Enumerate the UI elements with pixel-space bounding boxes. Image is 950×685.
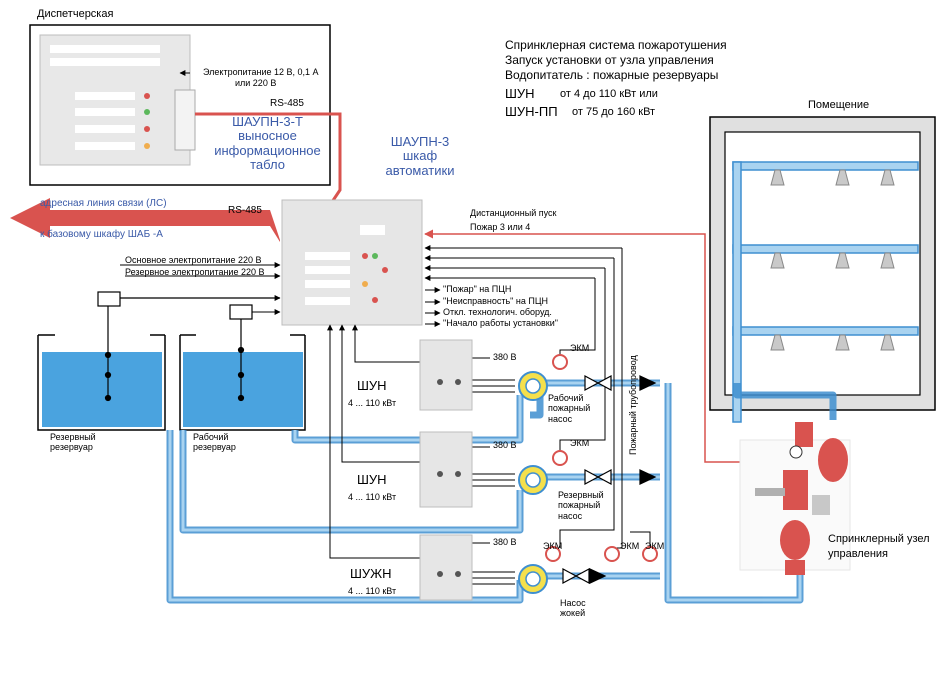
fire-input-label: Пожар 3 или 4: [470, 222, 531, 232]
unit2-voltage: 380 В: [493, 440, 517, 450]
unit1-pump-line3: насос: [548, 413, 573, 424]
power-reserve: Резервное электропитание 220 В: [125, 267, 265, 277]
output-start: "Начало работы установки": [443, 318, 558, 328]
reserve-tank-caption: Резервный резервуар: [50, 432, 130, 453]
power-main: Основное электропитание 220 В: [125, 255, 262, 265]
cabinet-caption: ШАУПН-3 шкаф автоматики: [370, 134, 470, 178]
working-tank-caption: Рабочий резервуар: [193, 432, 273, 453]
reserve-tank: [37, 334, 166, 431]
shun-label: ШУН: [505, 86, 535, 101]
unit1-voltage: 380 В: [493, 352, 517, 362]
unit1-pump-caption: Рабочий пожарный насос: [548, 393, 608, 424]
header-line3: Водопитатель : пожарные резервуары: [505, 68, 719, 82]
unit3-pump-line2: жокей: [560, 608, 586, 619]
remote-board-line4: табло: [250, 156, 285, 172]
reserve-tank-line1: Резервный: [50, 432, 96, 442]
cabinet-line2: шкаф: [402, 148, 438, 164]
remote-info-board-panel: [39, 34, 196, 166]
unit1-pump-line1: Рабочий: [548, 393, 584, 403]
rs485-red-line: [195, 112, 342, 206]
unit1-pump-line2: пожарный: [548, 403, 591, 414]
rs485-left-label: RS-485: [228, 205, 262, 216]
remote-board-line1: ШАУПН-3-Т: [232, 114, 303, 129]
rs485-top-label: RS-485: [270, 98, 304, 109]
valves: [562, 374, 657, 585]
unit3-range: 4 ... 110 кВт: [348, 586, 397, 596]
output-shutdown: Откл. технологич. оборуд.: [443, 307, 552, 317]
unit3-pump-line1: Насос: [560, 598, 586, 608]
gauge-label-2: ЭКМ: [570, 438, 590, 448]
working-tank-line2: резервуар: [193, 442, 236, 453]
pipeline-label: Пожарный трубопровод: [628, 355, 638, 455]
power-note-line1: Электропитание 12 В, 0,1 А: [203, 67, 319, 77]
remote-board-caption: ШАУПН-3-Т выносное информационное табло: [200, 114, 335, 172]
remote-board-line2: выносное: [238, 128, 297, 144]
unit2-pump-line3: насос: [558, 510, 583, 521]
pressure-gauges: [545, 354, 658, 562]
valve-node-line1: Спринклерный узел: [828, 533, 930, 545]
gauge-label-4: ЭКМ: [620, 541, 640, 551]
shunpp-range: от 75 до 160 кВт: [572, 106, 656, 118]
address-line-arrow: [10, 198, 280, 242]
unit2-pump-caption: Резервный пожарный насос: [558, 490, 618, 521]
room-title: Помещение: [808, 99, 870, 111]
sprinkler-valve-node: [739, 422, 851, 575]
power-note-line2: или 220 В: [235, 78, 277, 88]
unit2-pump-line1: Резервный: [558, 490, 604, 500]
reserve-tank-line2: резервуар: [50, 442, 93, 453]
automation-cabinet: [281, 199, 423, 326]
unit2-name: ШУН: [357, 472, 387, 487]
cabinet-line1: ШАУПН-3: [390, 134, 450, 149]
unit1-name: ШУН: [357, 378, 387, 393]
output-fire: "Пожар" на ПЦН: [443, 284, 512, 294]
valve-node-line2: управления: [828, 548, 888, 560]
bus-line1: адресная линия связи (ЛС): [40, 198, 167, 209]
shun-range: от 4 до 110 кВт или: [560, 88, 658, 100]
unit2-pump-line2: пожарный: [558, 500, 601, 511]
bus-line2: к базовому шкафу ШАБ -А: [40, 229, 163, 240]
unit2-range: 4 ... 110 кВт: [348, 492, 397, 502]
unit3-name: ШУЖН: [350, 566, 392, 581]
gauge-label-1: ЭКМ: [570, 343, 590, 353]
cabinet-line3: автоматики: [385, 162, 455, 178]
unit1-range: 4 ... 110 кВт: [348, 398, 397, 408]
gauge-label-5: ЭКМ: [645, 541, 665, 551]
output-fault: "Неисправность" на ПЦН: [443, 296, 548, 306]
dispatch-title: Диспетчерская: [37, 8, 114, 20]
unit3-voltage: 380 В: [493, 537, 517, 547]
header-line1: Спринклерная система пожаротушения: [505, 38, 727, 52]
gauge-label-3: ЭКМ: [543, 541, 563, 551]
room-pipes: [732, 161, 919, 423]
remote-board-line3: информационное: [214, 142, 321, 158]
sprinkler-heads: [770, 169, 895, 351]
level-sensors: [97, 291, 280, 402]
pump-cabinets: [419, 339, 473, 601]
working-tank: [179, 334, 306, 431]
remote-start-label: Дистанционный пуск: [470, 208, 557, 218]
working-tank-line1: Рабочий: [193, 432, 229, 442]
shunpp-label: ШУН-ПП: [505, 104, 558, 119]
unit3-pump-caption: Насос жокей: [560, 598, 610, 619]
header-line2: Запуск установки от узла управления: [505, 53, 714, 67]
